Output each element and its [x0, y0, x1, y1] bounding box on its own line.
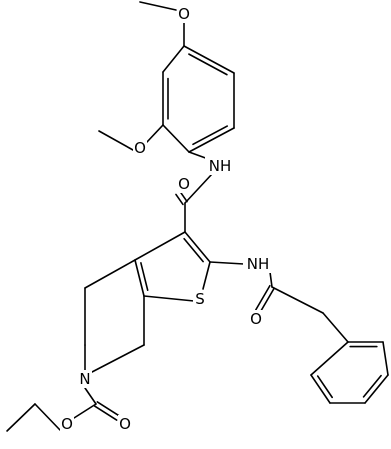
atom-s-thiophene: S	[193, 290, 207, 308]
ring-bond	[162, 124, 190, 153]
ring-bond	[188, 127, 235, 153]
ring-bond	[91, 344, 145, 373]
bond	[98, 130, 134, 151]
atom-o-ester: O	[60, 415, 74, 433]
atom-label-s: S	[195, 290, 205, 308]
double-bond	[175, 193, 184, 206]
atom-label-nh: NH	[209, 157, 232, 175]
atom-nh-amide-right: NH	[243, 255, 273, 273]
double-bond	[140, 262, 149, 292]
atom-label-o: O	[178, 175, 190, 193]
double-bond	[188, 53, 228, 76]
bond	[34, 403, 61, 431]
bond	[6, 403, 36, 432]
ring-bond	[310, 374, 331, 404]
ring-bond	[202, 261, 211, 290]
double-bond	[192, 125, 229, 146]
atom-label-o: O	[61, 415, 73, 433]
double-bond	[259, 287, 275, 314]
double-bond	[255, 284, 271, 311]
double-bond	[179, 190, 188, 203]
double-bond	[362, 374, 382, 398]
ring-bond	[364, 374, 389, 404]
ring-bond	[134, 259, 145, 297]
double-bond	[183, 237, 204, 263]
atom-o-methoxy-left: O	[133, 139, 147, 157]
ring-bond	[183, 45, 235, 74]
ring-bond	[162, 45, 185, 73]
bond	[322, 312, 349, 343]
double-bond	[93, 405, 118, 421]
bond	[84, 387, 97, 405]
atom-nh-amide-top: NH	[205, 157, 235, 175]
double-bond	[96, 401, 121, 417]
atom-label-o: O	[178, 5, 190, 23]
atom-label-o: O	[119, 415, 131, 433]
bond	[146, 124, 164, 143]
ring-bond	[143, 295, 195, 302]
atom-label-o: O	[134, 139, 146, 157]
atom-o-carbonyl-acyl: O	[249, 310, 263, 328]
ring-bond	[382, 341, 389, 376]
ring-bond	[184, 231, 211, 263]
atom-label-layer: O O NH O NH S O N	[60, 5, 273, 433]
atom-label-n: N	[79, 370, 90, 388]
bond-layer	[6, 1, 389, 432]
ring-bond	[134, 231, 186, 261]
bond	[184, 173, 213, 204]
atom-o-carbonyl-ester: O	[118, 415, 132, 433]
atom-n-ring: N	[78, 370, 92, 388]
ring-bond	[84, 259, 136, 289]
bond	[139, 1, 177, 11]
atom-o-carbonyl-amide: O	[177, 175, 191, 193]
bond	[269, 271, 273, 288]
atom-o-methoxy-top: O	[177, 5, 191, 23]
double-bond	[316, 375, 333, 399]
bond	[73, 403, 97, 419]
atom-label-o: O	[250, 310, 262, 328]
bond	[271, 286, 324, 314]
bond	[209, 261, 245, 265]
ring-bond	[310, 341, 349, 376]
atom-label-nh: NH	[247, 255, 270, 273]
